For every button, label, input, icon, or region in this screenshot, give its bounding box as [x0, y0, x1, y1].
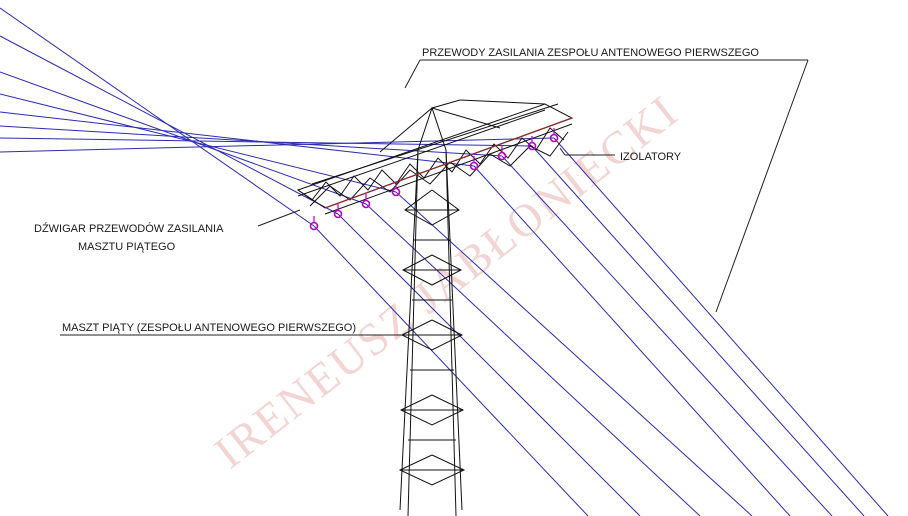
feed-wire-in	[0, 137, 555, 153]
feed-wire-out	[531, 145, 865, 516]
insulators-label: IZOLATORY	[620, 151, 682, 163]
feed-wire-out	[473, 165, 791, 516]
feed-wire-out	[313, 225, 589, 516]
mast-label: MASZT PIĄTY (ZESPOŁU ANTENOWEGO PIERWSZE…	[62, 322, 356, 334]
outgoing-feed-wires	[313, 137, 889, 516]
girder-label-line2: MASZTU PIĄTEGO	[78, 241, 176, 253]
feed-wire-in	[0, 93, 397, 193]
feed-girder	[296, 99, 574, 215]
feed-wire-out	[337, 213, 641, 516]
feed-wire-out	[553, 137, 889, 516]
incoming-feed-wires	[0, 7, 555, 227]
feed-wire-in	[0, 137, 533, 147]
feed-wire-in	[0, 35, 339, 215]
insulators	[309, 128, 559, 231]
feed-wire-out	[365, 203, 701, 516]
feed-wire-out	[501, 155, 833, 516]
feed-wire-in	[0, 7, 315, 227]
feed-wire-out	[395, 191, 753, 516]
leader-lines	[60, 59, 809, 336]
feed-wire-in	[0, 71, 367, 205]
girder-label-line1: DŹWIGAR PRZEWODÓW ZASILANIA	[34, 222, 224, 235]
feed-lines-label: PRZEWODY ZASILANIA ZESPOŁU ANTENOWEGO PI…	[422, 47, 759, 59]
